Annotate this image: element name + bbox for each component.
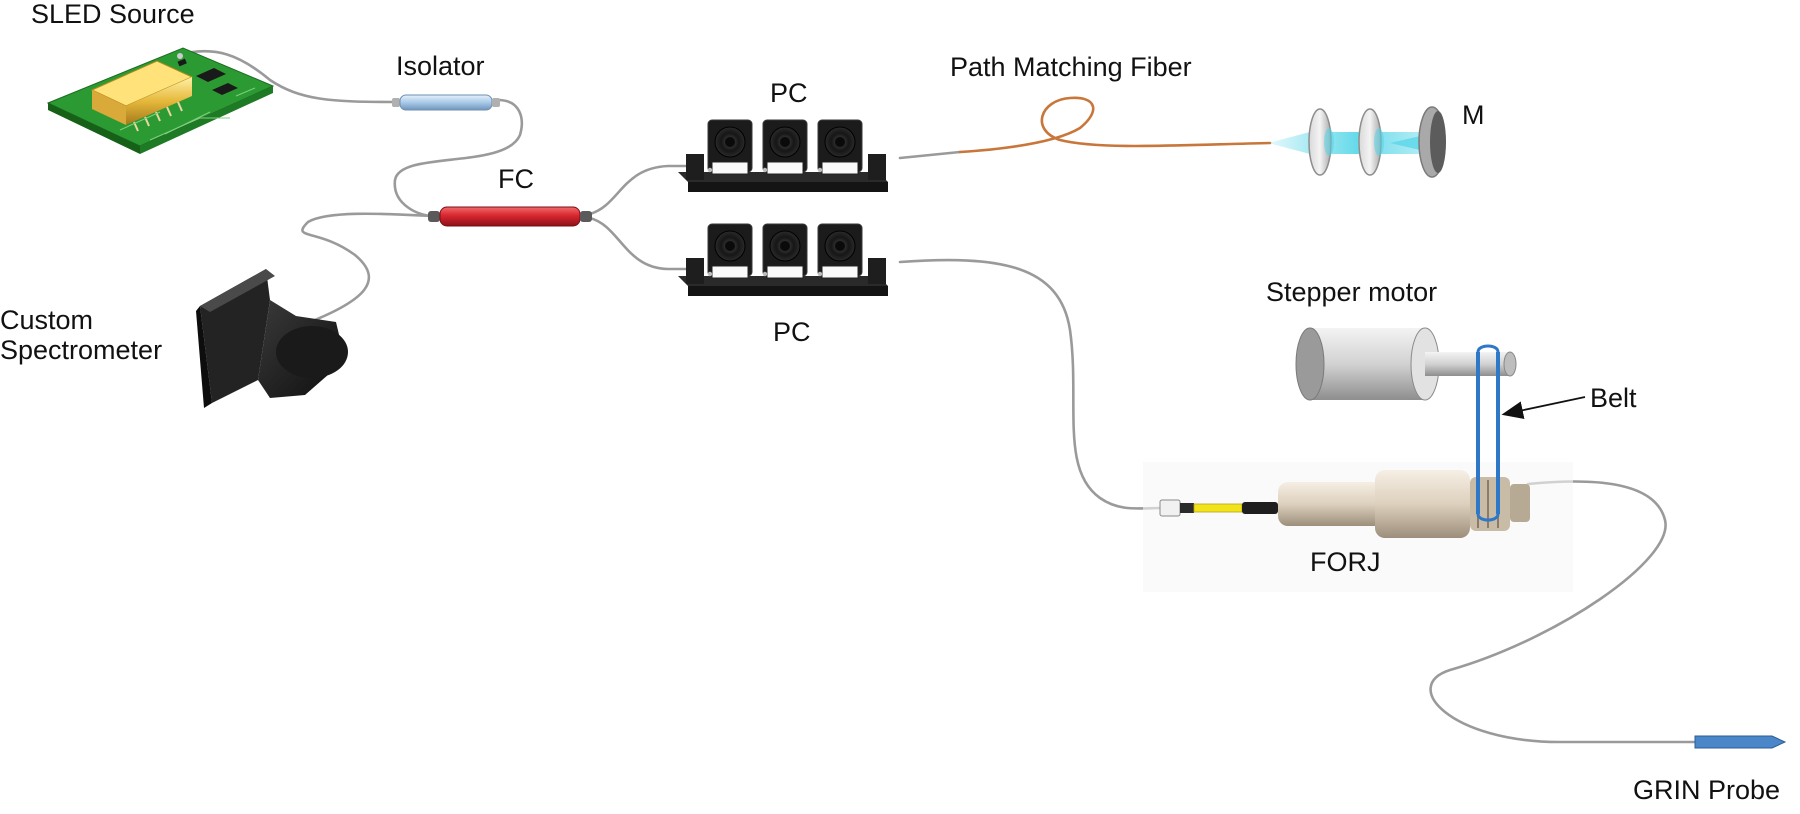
fiber-pc-top-out — [898, 150, 962, 160]
label-path-matching-fiber: Path Matching Fiber — [950, 52, 1192, 82]
label-belt: Belt — [1590, 383, 1637, 413]
label-pc-top: PC — [770, 78, 808, 108]
forj-device — [1143, 462, 1573, 592]
pc-paddle-slot — [821, 161, 859, 175]
fiber-forj-to-probe — [1429, 480, 1697, 744]
pcb-chip — [196, 68, 226, 82]
pc-paddle-hub — [725, 137, 735, 147]
fiber-isolator-to-coupler — [393, 98, 524, 218]
pcb-chip — [212, 83, 238, 95]
pc-end-block — [868, 154, 886, 180]
label-grin-probe: GRIN Probe — [1633, 775, 1781, 805]
pc-paddle-hub — [780, 241, 790, 251]
pc-paddle-slot — [766, 265, 804, 279]
pc-paddle-slot — [711, 265, 749, 279]
fiber-connector — [1159, 499, 1181, 517]
drive-belt — [1476, 344, 1500, 522]
pc-screw — [707, 271, 713, 277]
isolator-device — [392, 94, 500, 111]
pc-paddle-hub — [835, 241, 845, 251]
label-pc-bottom: PC — [773, 317, 811, 347]
fiber-coupler-to-pc-top — [588, 164, 692, 216]
label-mirror: M — [1462, 100, 1485, 130]
pc-screw — [707, 167, 713, 173]
pc-paddle-slot — [711, 161, 749, 175]
label-stepper-motor: Stepper motor — [1266, 277, 1438, 307]
label-custom-spectrometer-line2: Spectrometer — [0, 334, 163, 365]
motor-shaft — [1425, 352, 1510, 376]
belt-arrow — [1501, 396, 1586, 420]
path-matching-fiber — [958, 96, 1272, 154]
fiber-spectrometer-to-coupler — [301, 212, 434, 324]
pc-screw — [762, 271, 768, 277]
pc-paddle-hub — [835, 137, 845, 147]
yellow-jacket — [1193, 503, 1243, 513]
pc-paddle-hub — [725, 241, 735, 251]
fiber-coupler-to-pc-bottom — [588, 216, 692, 271]
pc-screw — [817, 271, 823, 277]
stepper-motor-device — [1295, 327, 1517, 401]
grin-probe-device — [1694, 735, 1787, 749]
pc-rail-front — [688, 286, 888, 296]
label-custom-spectrometer-line1: Custom — [0, 305, 94, 335]
pc-paddle-slot — [766, 161, 804, 175]
label-forj: FORJ — [1310, 547, 1381, 577]
fiber-sled-to-isolator — [176, 49, 397, 104]
pc-rail-front — [688, 182, 888, 192]
custom-spectrometer-device — [196, 269, 348, 408]
fiber-coupler-device — [428, 206, 592, 227]
pc-screw — [817, 167, 823, 173]
pc-paddle-hub — [780, 137, 790, 147]
fiber-pc-bottom-to-forj — [898, 258, 1162, 510]
pc-end-block — [868, 258, 886, 284]
label-sled-source: SLED Source — [31, 0, 195, 29]
fiber-network — [176, 49, 1697, 744]
pc-end-block — [686, 258, 704, 284]
pc-screw — [762, 167, 768, 173]
sled-source-board — [46, 47, 275, 154]
label-custom-spectrometer: Custom Spectrometer — [0, 305, 163, 365]
motor-body — [1310, 328, 1425, 400]
label-isolator: Isolator — [396, 51, 485, 81]
polarization-controller-bottom — [678, 223, 888, 296]
pc-end-block — [686, 154, 704, 180]
polarization-controller-top — [678, 119, 888, 192]
reference-arm-optics — [1268, 106, 1446, 178]
pc-paddle-slot — [821, 265, 859, 279]
label-fc: FC — [498, 164, 534, 194]
